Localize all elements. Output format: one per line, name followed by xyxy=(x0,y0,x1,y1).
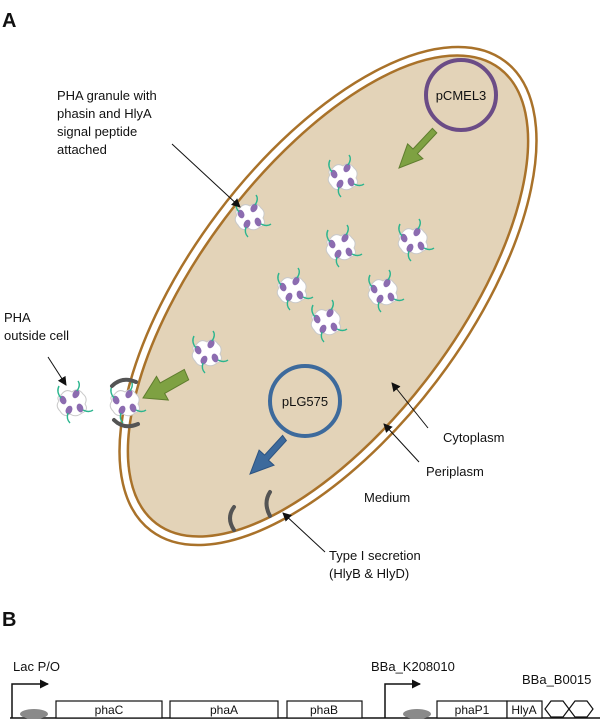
cytoplasm-label: Cytoplasm xyxy=(443,430,504,445)
plasmid-plg575 xyxy=(268,364,342,438)
pha-granule-label-line: signal peptide xyxy=(57,124,137,139)
plasmid-plg575-label: pLG575 xyxy=(282,394,328,409)
inner-membrane xyxy=(126,54,530,538)
plasmid-pcmel3-label: pCMEL3 xyxy=(436,88,487,103)
panel-a-letter: A xyxy=(2,10,16,32)
pha-outside-label-line: PHA xyxy=(4,310,31,325)
bacterial-cell xyxy=(118,45,538,547)
gene-phac-label: phaC xyxy=(95,703,124,717)
plasmid-pcmel3 xyxy=(424,58,498,132)
pha-granule-label: PHA granule with phasin and HlyA signal … xyxy=(57,88,160,157)
pha-granule-outside xyxy=(56,380,94,424)
blue-arrow-transporter xyxy=(249,434,288,475)
gene-phaa xyxy=(169,700,279,719)
promoter-lac-label: Lac P/O xyxy=(13,659,60,674)
transporter-exporting xyxy=(110,377,140,429)
secretion-pointer xyxy=(282,512,326,553)
gene-phac xyxy=(55,700,163,719)
periplasm-pointer xyxy=(383,423,420,463)
green-arrow-expression xyxy=(398,127,438,169)
transporter xyxy=(228,490,272,532)
pha-granule-pointer xyxy=(171,143,241,208)
pha-granule-label-line: attached xyxy=(57,142,107,157)
periplasm-label: Periplasm xyxy=(426,464,484,479)
pha-granule-label-line: PHA granule with xyxy=(57,88,157,103)
terminator-label: BBa_B0015 xyxy=(522,672,591,687)
secretion-label-line: (HlyB & HlyD) xyxy=(329,566,409,581)
pha-outside-label: PHA outside cell xyxy=(4,310,69,343)
secretion-label: Type I secretion (HlyB & HlyD) xyxy=(329,548,424,581)
gene-phaa-label: phaA xyxy=(210,703,238,717)
medium-label: Medium xyxy=(364,490,410,505)
green-arrow-export xyxy=(142,368,190,401)
gene-phap1-label: phaP1 xyxy=(455,703,490,717)
rbs xyxy=(403,709,431,719)
gene-hlya xyxy=(506,700,543,719)
pha-granule-label-line: phasin and HlyA xyxy=(57,106,152,121)
pha-outside-pointer xyxy=(47,356,67,386)
pha-outside-label-line: outside cell xyxy=(4,328,69,343)
terminator-bba-b0015 xyxy=(544,700,594,718)
gene-phab-label: phaB xyxy=(310,703,338,717)
gene-phab xyxy=(286,700,363,719)
cytoplasm-pointer xyxy=(391,382,429,429)
promoter-arrow-lac xyxy=(11,679,49,718)
panel-b-letter: B xyxy=(2,609,16,631)
promoter-arrow-k208010 xyxy=(384,679,421,718)
rbs xyxy=(20,709,48,719)
promoter-k208010-label: BBa_K208010 xyxy=(371,659,455,674)
secretion-label-line: Type I secretion xyxy=(329,548,421,563)
gene-hlya-label: HlyA xyxy=(511,703,536,717)
